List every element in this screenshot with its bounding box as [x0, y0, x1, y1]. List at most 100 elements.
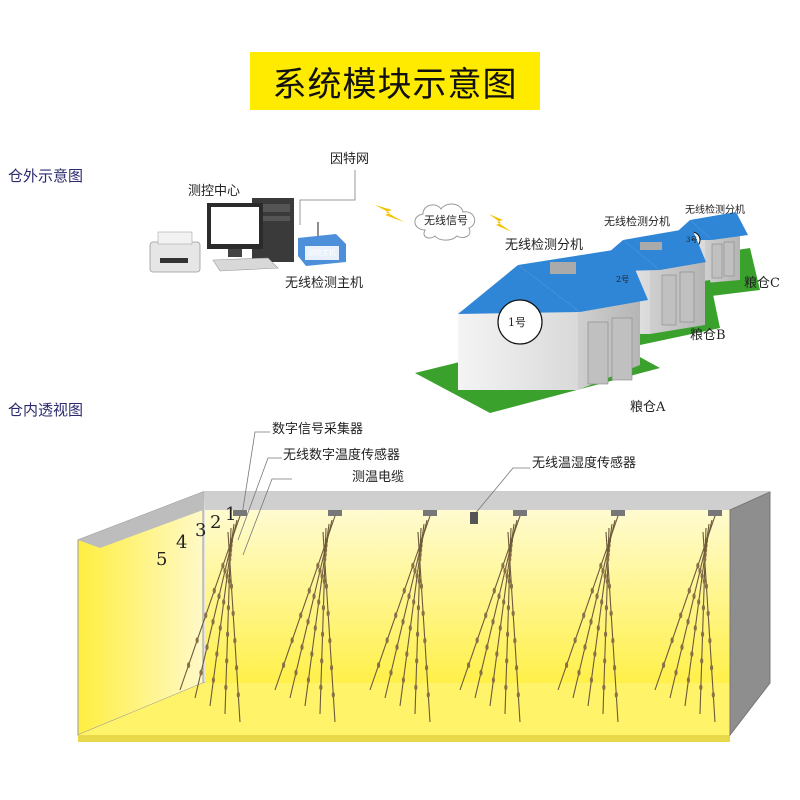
temp-sensor-bead	[310, 651, 314, 657]
temp-sensor-bead	[475, 637, 479, 644]
main-unit-screen-label: 测控主机	[308, 249, 336, 257]
temp-sensor-bead	[697, 599, 701, 605]
temp-sensor-bead	[605, 578, 609, 585]
temp-sensor-bead	[611, 637, 615, 644]
temp-sensor-label: 无线数字温度传感器	[283, 448, 401, 463]
collector-box	[423, 510, 437, 516]
temp-sensor-bead	[577, 669, 581, 676]
temp-sensor-bead	[318, 567, 322, 574]
temp-sensor-bead	[376, 662, 381, 669]
temp-sensor-bead	[321, 604, 326, 611]
temp-sensor-bead	[218, 625, 222, 631]
humidity-sensor-icon	[470, 512, 478, 524]
cable-number-1: 1	[225, 504, 237, 525]
temp-sensor-bead	[426, 691, 430, 698]
temp-sensor-bead	[502, 599, 506, 605]
main-unit-icon	[298, 222, 346, 266]
printer-icon	[149, 231, 201, 273]
temp-sensor-bead	[300, 644, 304, 651]
sub-unit-label-1: 无线检测分机	[505, 238, 584, 253]
temp-sensor-bead	[696, 562, 700, 569]
temp-sensor-bead	[316, 562, 320, 569]
temp-sensor-bead	[704, 583, 709, 590]
temp-sensor-bead	[231, 610, 235, 617]
temp-sensor-bead	[603, 657, 607, 664]
temp-sensor-bead	[204, 612, 208, 619]
temp-sensor-bead	[413, 567, 417, 574]
temp-sensor-bead	[424, 664, 429, 671]
temp-sensor-bead	[709, 664, 714, 671]
temp-sensor-bead	[485, 644, 489, 651]
temp-sensor-bead	[389, 669, 393, 676]
temp-sensor-bead	[324, 583, 329, 590]
temp-sensor-bead	[323, 556, 327, 563]
temp-sensor-bead	[229, 583, 234, 590]
temp-sensor-bead	[505, 573, 509, 579]
temp-sensor-bead	[498, 625, 502, 631]
temp-sensor-bead	[412, 599, 416, 605]
collector-box	[708, 510, 722, 516]
temp-sensor-bead	[417, 578, 421, 585]
temp-sensor-bead	[217, 593, 221, 600]
main-unit-label: 无线检测主机	[285, 276, 364, 291]
temp-sensor-bead	[612, 664, 617, 671]
section-label-inside: 仓内透视图	[8, 401, 84, 419]
temp-sensor-bead	[419, 583, 424, 590]
temp-sensor-bead	[317, 599, 321, 605]
temp-sensor-bead	[505, 657, 509, 664]
temp-sensor-bead	[421, 610, 425, 617]
temp-sensor-bead	[508, 556, 512, 563]
house-number-3: 3号	[686, 236, 698, 244]
temp-sensor-bead	[281, 662, 286, 669]
computer-icon	[207, 198, 294, 272]
temp-sensor-bead	[195, 637, 199, 644]
temp-sensor-bead	[703, 556, 707, 563]
temp-sensor-bead	[401, 618, 405, 625]
internet-line	[299, 170, 356, 225]
temp-sensor-bead	[698, 567, 702, 574]
collector-box	[611, 510, 625, 516]
temp-sensor-bead	[205, 644, 209, 651]
temp-sensor-bead	[402, 587, 406, 594]
temp-sensor-bead	[514, 664, 519, 671]
temp-sensor-bead	[573, 637, 577, 644]
temp-sensor-bead	[211, 677, 216, 683]
temp-sensor-bead	[708, 637, 712, 644]
temperature-cable	[702, 531, 716, 723]
temp-sensor-bead	[320, 631, 325, 638]
temp-sensor-bead	[491, 618, 495, 625]
temp-sensor-bead	[215, 651, 219, 657]
temp-sensor-bead	[504, 684, 508, 691]
temp-sensor-bead	[423, 637, 427, 644]
temp-sensor-bead	[211, 618, 215, 625]
temp-sensor-bead	[596, 625, 600, 631]
sub-unit-label-2: 无线检测分机	[604, 215, 670, 228]
temp-sensor-bead	[614, 691, 618, 698]
temp-sensor-bead	[294, 669, 298, 676]
temp-sensor-bead	[226, 604, 231, 611]
temp-sensor-bead	[320, 657, 324, 664]
cloud-icon	[414, 203, 476, 241]
temp-sensor-bead	[395, 644, 399, 651]
temp-sensor-bead	[516, 691, 520, 698]
temp-sensor-bead	[405, 651, 409, 657]
title-banner: 系统模块示意图	[250, 52, 540, 110]
collector-box	[513, 510, 527, 516]
temp-sensor-bead	[418, 556, 422, 563]
temp-sensor-bead	[228, 556, 232, 563]
temp-sensor-bead	[601, 567, 605, 574]
temp-sensor-bead	[506, 604, 511, 611]
temp-sensor-bead	[414, 684, 418, 691]
temp-sensor-bead	[484, 612, 488, 619]
temp-sensor-bead	[690, 651, 694, 657]
cable-label: 测温电缆	[352, 470, 405, 485]
temp-sensor-bead	[233, 637, 237, 644]
wireless-signal-label: 无线信号	[424, 214, 468, 227]
temp-sensor-bead	[595, 593, 599, 600]
temp-sensor-bead	[589, 677, 594, 683]
temp-sensor-bead	[408, 625, 412, 631]
temp-sensor-bead	[590, 587, 594, 594]
temp-sensor-bead	[225, 657, 229, 664]
temp-sensor-bead	[306, 677, 311, 683]
temp-sensor-bead	[225, 573, 229, 579]
